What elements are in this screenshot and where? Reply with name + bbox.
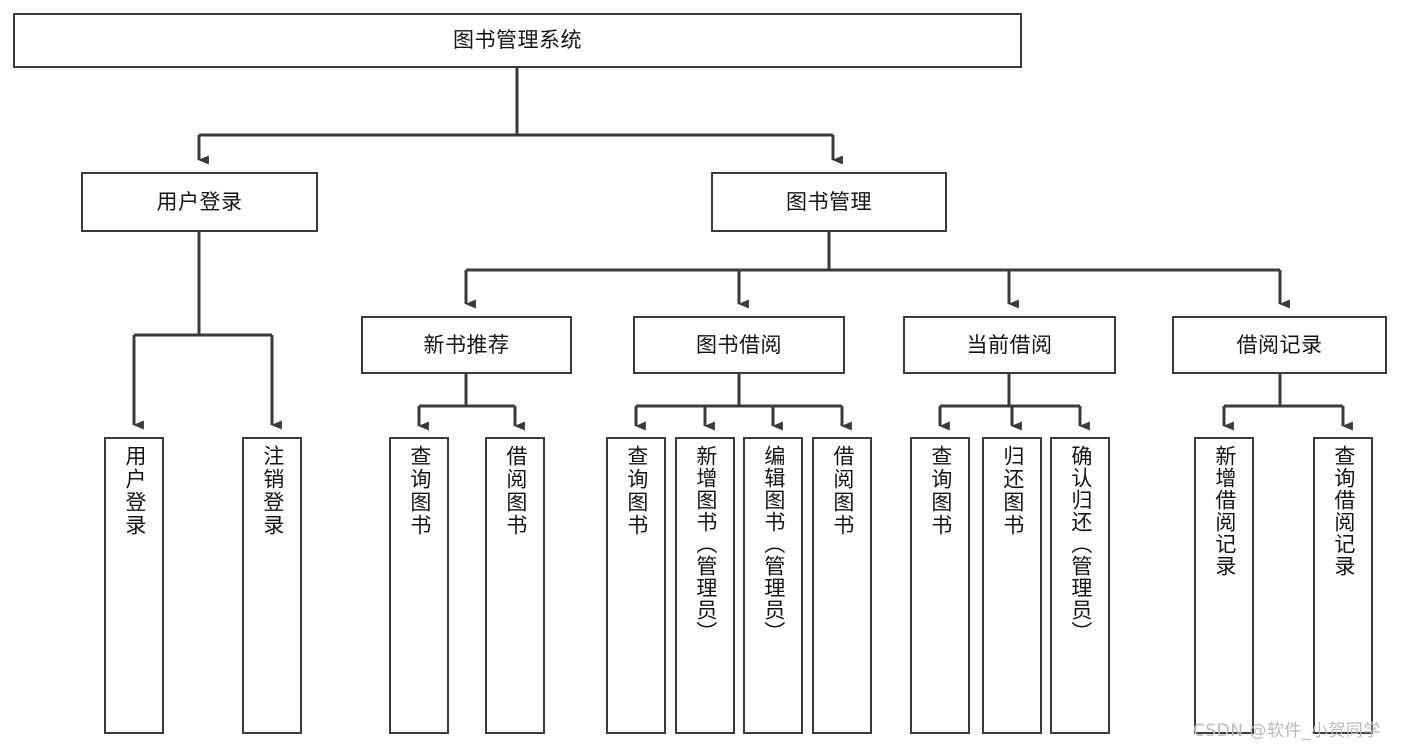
node-book-borrow-label: 图书借阅 (696, 332, 782, 357)
node-root-system-label: 图书管理系统 (453, 28, 582, 53)
watermark-credit: CSDN @软件_小贺同学 (1193, 721, 1381, 741)
node-leaf-borrow-book-1-label: 借阅图书 (503, 445, 528, 537)
node-leaf-query-book-2-label: 查询图书 (624, 445, 649, 537)
node-leaf-query-book-1-label: 查询图书 (407, 445, 432, 537)
node-borrow-record[interactable]: 借阅记录 (1172, 316, 1387, 374)
node-leaf-query-record-label: 查询借阅记录 (1331, 445, 1356, 577)
node-book-manage-label: 图书管理 (786, 189, 872, 214)
node-user-login[interactable]: 用户登录 (81, 172, 318, 232)
node-new-book-recommend-label: 新书推荐 (423, 332, 510, 357)
node-leaf-user-login-label: 用户登录 (122, 445, 147, 537)
node-leaf-add-record[interactable]: 新增借阅记录 (1194, 437, 1254, 734)
node-leaf-query-book-3[interactable]: 查询图书 (910, 437, 970, 734)
node-leaf-confirm-return-label: 确认归还（管理员） (1068, 445, 1093, 643)
node-leaf-borrow-book-1[interactable]: 借阅图书 (485, 437, 545, 734)
node-leaf-user-login[interactable]: 用户登录 (104, 437, 164, 734)
node-leaf-return-book[interactable]: 归还图书 (982, 437, 1042, 734)
node-leaf-logout-login-label: 注销登录 (260, 445, 285, 537)
node-leaf-return-book-label: 归还图书 (1000, 445, 1025, 537)
node-leaf-add-record-label: 新增借阅记录 (1212, 445, 1237, 577)
node-leaf-query-book-2[interactable]: 查询图书 (606, 437, 666, 734)
node-leaf-query-book-3-label: 查询图书 (928, 445, 953, 537)
node-leaf-query-book-1[interactable]: 查询图书 (389, 437, 449, 734)
node-user-login-label: 用户登录 (156, 189, 243, 214)
node-current-borrow-label: 当前借阅 (966, 332, 1053, 357)
node-leaf-confirm-return[interactable]: 确认归还（管理员） (1050, 437, 1110, 734)
node-leaf-logout-login[interactable]: 注销登录 (242, 437, 302, 734)
node-leaf-add-book-label: 新增图书（管理员） (693, 445, 718, 643)
node-book-borrow[interactable]: 图书借阅 (633, 316, 845, 374)
node-leaf-query-record[interactable]: 查询借阅记录 (1313, 437, 1373, 734)
node-leaf-borrow-book-2[interactable]: 借阅图书 (812, 437, 872, 734)
node-root-system[interactable]: 图书管理系统 (13, 13, 1022, 68)
node-leaf-borrow-book-2-label: 借阅图书 (830, 445, 855, 537)
node-new-book-recommend[interactable]: 新书推荐 (361, 316, 572, 374)
node-leaf-edit-book[interactable]: 编辑图书（管理员） (743, 437, 803, 734)
node-leaf-add-book[interactable]: 新增图书（管理员） (675, 437, 735, 734)
node-leaf-edit-book-label: 编辑图书（管理员） (761, 445, 786, 643)
node-current-borrow[interactable]: 当前借阅 (903, 316, 1116, 374)
node-book-manage[interactable]: 图书管理 (711, 172, 947, 232)
node-borrow-record-label: 借阅记录 (1236, 332, 1323, 357)
